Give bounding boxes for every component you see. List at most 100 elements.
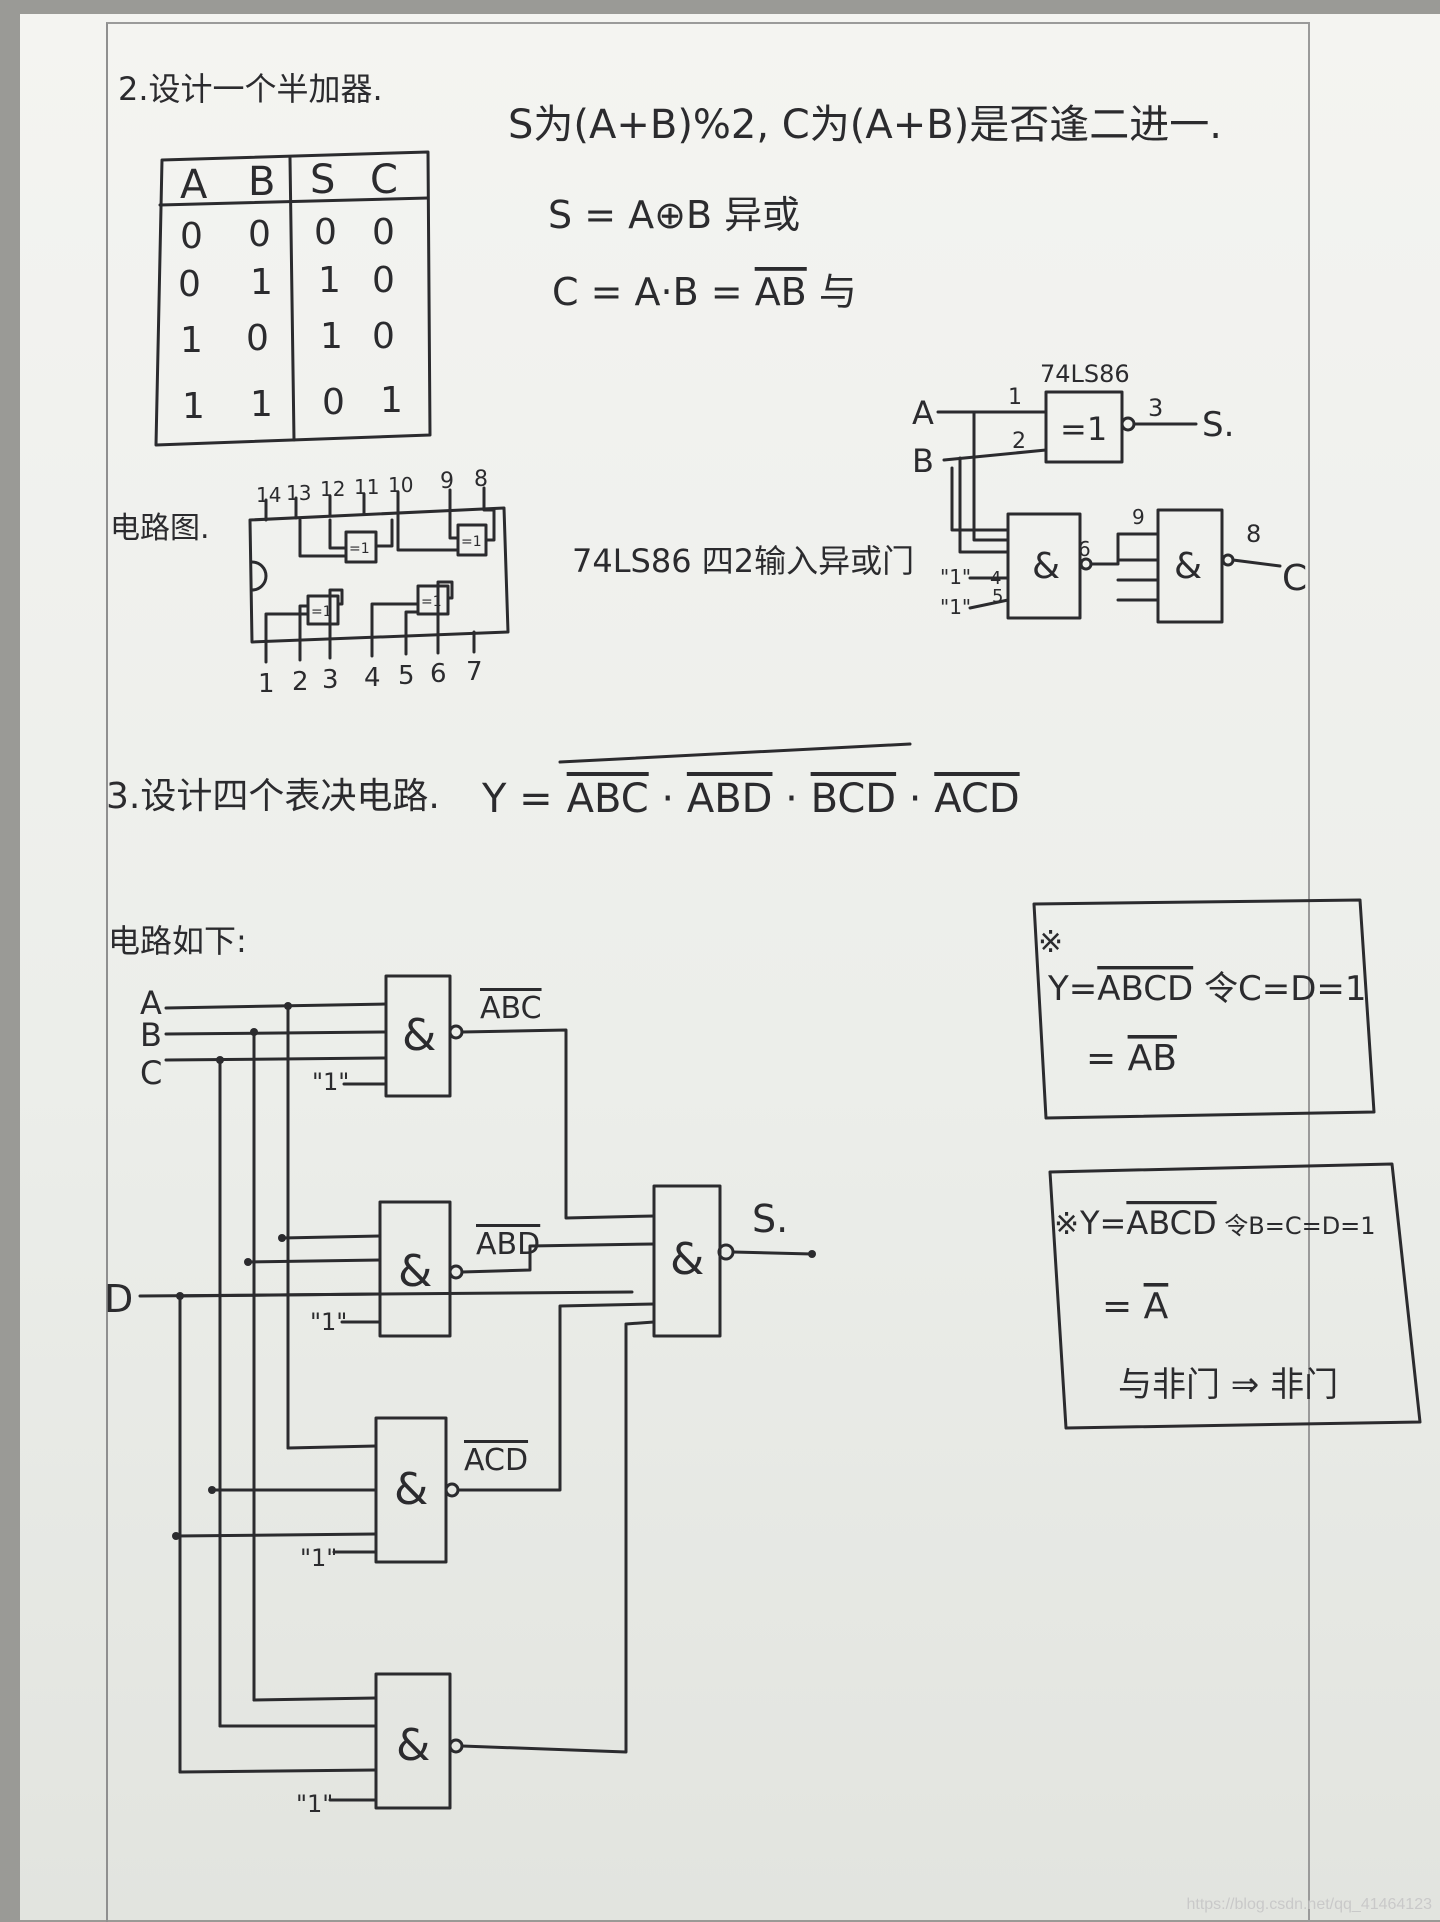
note2-line1-bar: ABCD (1126, 1204, 1216, 1242)
s3-dot-1: · (649, 776, 687, 822)
carry-eq-pre: C = A·B = (552, 270, 755, 314)
tt-header-b: B (248, 159, 275, 205)
tt-r2-a: 0 (178, 264, 201, 305)
note2-line1-post: 令B=C=D=1 (1217, 1212, 1376, 1240)
note2-line1-pre: Y= (1079, 1204, 1126, 1242)
voter-one-3: "1" (300, 1544, 337, 1572)
ha-one-2: "1" (940, 595, 971, 619)
chip-gate-label-1: =1 (349, 541, 370, 557)
voter-input-c: C (140, 1054, 162, 1092)
pin-label-11: 11 (354, 475, 379, 499)
voter-one-4: "1" (296, 1790, 333, 1818)
ha-input-b: B (912, 442, 934, 480)
tt-r3-b: 0 (246, 318, 269, 359)
half-adder-circuit: A B 74LS86 =1 1 2 3 S. & 4 5 "1" "1" 6 &… (912, 360, 1307, 624)
sum-equation: S = A⊕B 异或 (548, 193, 800, 237)
pin-label-5: 5 (398, 661, 415, 691)
carry-eq-bar: AB (755, 270, 807, 314)
pin-label-1: 1 (258, 669, 275, 699)
chip-pinout: =1 =1 =1 =1 14 13 12 11 10 9 8 1 2 3 4 5… (248, 467, 510, 699)
voter-output-gate-label: & (670, 1234, 704, 1285)
section2-title: 2.设计一个半加器. (118, 70, 383, 108)
note2-line1: Y=ABCD 令B=C=D=1 (1079, 1204, 1376, 1242)
ha-and-gate-2 (1156, 508, 1224, 624)
chip-gate-label-2: =1 (461, 534, 482, 550)
pin-label-2: 2 (292, 667, 309, 697)
ha-xor-label: =1 (1060, 410, 1107, 448)
tt-r3-s: 1 (320, 316, 343, 357)
note1-line1-pre: Y= (1047, 969, 1097, 1009)
tt-header-s: S (310, 157, 335, 203)
chip-description: 74LS86 四2输入异或门 (572, 542, 914, 580)
tt-r4-c: 1 (380, 380, 403, 421)
pin-label-13: 13 (286, 481, 311, 505)
tt-r3-c: 0 (372, 316, 395, 357)
note1-line1-post: 令C=D=1 (1193, 969, 1366, 1009)
pin-label-8: 8 (474, 467, 488, 492)
s3-dot-3: · (896, 776, 934, 822)
page-border (106, 22, 1310, 1922)
section3-formula: Y =ABC · ABD · BCD · ACD (481, 776, 1020, 822)
ha-and-label-2: & (1174, 546, 1202, 587)
circuit-diagram-label: 电路图. (110, 511, 210, 546)
pin-label-12: 12 (320, 477, 345, 501)
s3-term-2: ABD (687, 776, 773, 822)
voter-nand-gate-4 (374, 1672, 452, 1810)
note1-mark: ※ (1038, 925, 1063, 960)
tt-r1-a: 0 (180, 216, 203, 257)
voter-gate2-label: & (398, 1246, 432, 1297)
s3-term-1: ABC (567, 776, 649, 822)
chip-gate-label-4: =1 (421, 594, 442, 610)
tt-r1-c: 0 (372, 212, 395, 253)
section2-formula: S为(A+B)%2, C为(A+B)是否逢二进一. (508, 102, 1222, 148)
paper-sheet (20, 14, 1440, 1920)
pin-label-7: 7 (466, 657, 483, 687)
ha-pin1: 1 (1008, 385, 1022, 410)
tt-header-c: C (370, 157, 398, 203)
pin-label-10: 10 (388, 473, 413, 497)
ha-output-c: C (1282, 558, 1307, 599)
voter-output-s: S. (752, 1197, 788, 1241)
ha-pin6: 6 (1078, 537, 1091, 561)
voter-circuit: A B C D & ABC "1" & ABD "1" & (104, 974, 816, 1818)
tt-r3-a: 1 (180, 320, 203, 361)
ha-pin3: 3 (1148, 394, 1163, 422)
ha-pin9: 9 (1132, 505, 1145, 529)
tt-r1-s: 0 (314, 212, 337, 253)
ha-pin2: 2 (1012, 429, 1026, 454)
voter-circuit-label: 电路如下: (108, 922, 247, 960)
tt-r2-b: 1 (250, 262, 273, 303)
note1-line1: Y=ABCD 令C=D=1 (1047, 969, 1367, 1009)
ha-and-label-1: & (1032, 546, 1060, 587)
ha-pin8: 8 (1246, 520, 1261, 548)
note1-line2-pre: = (1086, 1038, 1128, 1079)
pin-label-4: 4 (364, 663, 381, 693)
s3-outer-overline (558, 742, 912, 764)
tt-r4-b: 1 (250, 384, 273, 425)
ha-input-a: A (912, 394, 934, 432)
s3-y-prefix: Y = (481, 776, 553, 822)
note2-line2-bar: A (1144, 1286, 1169, 1327)
note2-line3: 与非门 ⇒ 非门 (1118, 1365, 1338, 1405)
s3-term-4: ACD (934, 776, 1019, 822)
note2-mark: ※ (1054, 1207, 1079, 1242)
carry-eq-post: 与 (807, 270, 857, 314)
tt-r2-s: 1 (318, 260, 341, 301)
s3-term-3: BCD (811, 776, 896, 822)
pin-label-14: 14 (256, 483, 281, 507)
tt-r1-b: 0 (248, 214, 271, 255)
ha-one-1: "1" (940, 565, 971, 589)
watermark: https://blog.csdn.net/qq_41464123 (1186, 1896, 1432, 1913)
note1-line2-bar: AB (1128, 1038, 1177, 1079)
tt-r4-a: 1 (182, 386, 205, 427)
pin-label-6: 6 (430, 659, 447, 689)
pin-label-3: 3 (322, 665, 339, 695)
voter-output-nand (652, 1184, 722, 1338)
voter-gate1-output: ABC (480, 991, 542, 1026)
chip-gate-label-3: =1 (311, 604, 332, 620)
voter-input-b: B (140, 1016, 162, 1054)
voter-one-1: "1" (312, 1068, 349, 1096)
voter-gate3-label: & (394, 1464, 428, 1515)
pin-label-9: 9 (440, 469, 454, 494)
